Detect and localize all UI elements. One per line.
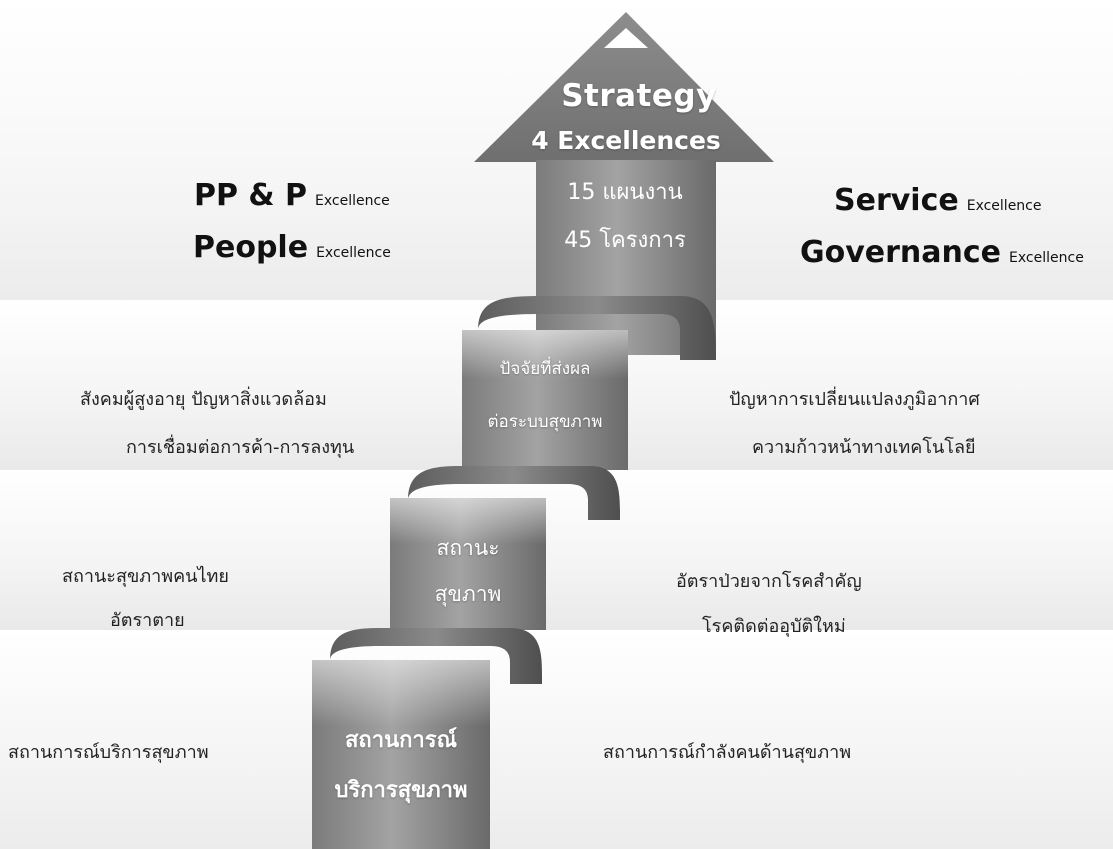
pillar-service-suffix: Excellence bbox=[966, 198, 1042, 214]
projects-count: 45 โครงการ bbox=[564, 228, 686, 253]
strategy-title: Strategy bbox=[561, 78, 717, 114]
background-band-health-status bbox=[0, 470, 1113, 630]
step-3-left-line-1: สังคมผู้สูงอายุ ปัญหาสิ่งแวดล้อม bbox=[80, 389, 327, 410]
pillar-service-name: Service bbox=[834, 183, 959, 218]
arrow-head bbox=[474, 12, 774, 162]
step-1-left-line-1: สถานการณ์บริการสุขภาพ bbox=[8, 742, 209, 763]
pillar-governance-name: Governance bbox=[800, 235, 1002, 270]
step-3-label-line-2: ต่อระบบสุขภาพ bbox=[487, 412, 603, 432]
pillar-pp-p: PP & P Excellence bbox=[194, 178, 390, 213]
pillar-people-suffix: Excellence bbox=[316, 245, 391, 261]
step-2-left-line-1: สถานะสุขภาพคนไทย bbox=[62, 566, 229, 587]
step-1-right-line-1: สถานการณ์กำลังคนด้านสุขภาพ bbox=[603, 742, 852, 763]
step-2-left-line-2: อัตราตาย bbox=[110, 610, 185, 631]
excellences-subtitle: 4 Excellences bbox=[531, 126, 721, 155]
plans-count: 15 แผนงาน bbox=[567, 180, 683, 205]
background-band-services bbox=[0, 630, 1113, 849]
pillar-pp-p-suffix: Excellence bbox=[315, 193, 390, 209]
pillar-people: People Excellence bbox=[193, 230, 391, 265]
curl-step-1 bbox=[330, 628, 542, 684]
step-3-left-line-2: การเชื่อมต่อการค้า-การลงทุน bbox=[126, 437, 355, 458]
step-3-label-line-1: ปัจจัยที่ส่งผล bbox=[499, 359, 591, 379]
pillar-service: Service Excellence bbox=[834, 183, 1042, 218]
curl-step-2 bbox=[408, 466, 620, 520]
step-1-label-line-2: บริการสุขภาพ bbox=[334, 778, 468, 803]
pillar-governance-suffix: Excellence bbox=[1009, 250, 1084, 266]
arrow-head-highlight bbox=[604, 28, 648, 48]
step-2-label-line-2: สุขภาพ bbox=[434, 582, 502, 606]
curl-step-3 bbox=[478, 296, 716, 360]
step-2-label-line-1: สถานะ bbox=[436, 536, 500, 560]
step-2-right-line-2: โรคติดต่ออุบัติใหม่ bbox=[702, 616, 846, 637]
step-3-right-line-1: ปัญหาการเปลี่ยนแปลงภูมิอากาศ bbox=[729, 389, 980, 410]
pillar-people-name: People bbox=[193, 230, 309, 265]
step-3-right-line-2: ความก้าวหน้าทางเทคโนโลยี bbox=[752, 437, 976, 458]
step-2-right-line-1: อัตราป่วยจากโรคสำคัญ bbox=[676, 571, 862, 592]
pillar-pp-p-name: PP & P bbox=[194, 178, 308, 213]
step-1-label-line-1: สถานการณ์ bbox=[344, 728, 458, 753]
pillar-governance: Governance Excellence bbox=[800, 235, 1084, 270]
